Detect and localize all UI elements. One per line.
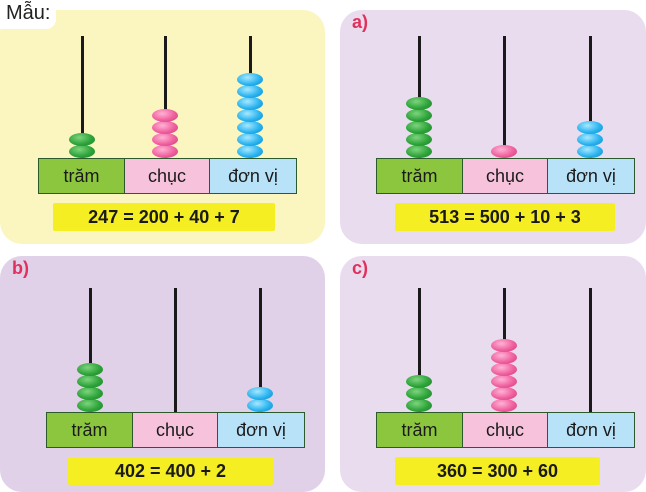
units-bead bbox=[237, 121, 263, 134]
units-rod bbox=[258, 288, 262, 412]
tens-label: chục bbox=[125, 159, 210, 193]
tens-bead bbox=[491, 145, 517, 158]
hundreds-bead bbox=[406, 97, 432, 110]
units-label: đơn vị bbox=[210, 159, 296, 193]
units-bead bbox=[237, 73, 263, 86]
units-label: đơn vị bbox=[218, 413, 304, 447]
units-rod bbox=[588, 36, 592, 158]
place-value-labels-b: trăm chục đơn vị bbox=[46, 412, 305, 448]
units-bead bbox=[577, 145, 603, 158]
hundreds-rod bbox=[417, 288, 421, 412]
panel-c bbox=[340, 256, 646, 492]
hundreds-bead bbox=[77, 387, 103, 400]
units-bead bbox=[247, 387, 273, 400]
units-label: đơn vị bbox=[548, 413, 634, 447]
hundreds-bead bbox=[77, 363, 103, 376]
tens-bead bbox=[152, 133, 178, 146]
hundreds-bead bbox=[406, 109, 432, 122]
tens-bead bbox=[491, 399, 517, 412]
place-value-labels-a: trăm chục đơn vị bbox=[376, 158, 635, 194]
hundreds-rod bbox=[80, 36, 84, 158]
panel-b bbox=[0, 256, 325, 492]
equation-a: 513 = 500 + 10 + 3 bbox=[395, 203, 615, 231]
tens-bead bbox=[152, 109, 178, 122]
hundreds-bead bbox=[69, 145, 95, 158]
units-bead bbox=[577, 121, 603, 134]
hundreds-label: trăm bbox=[377, 413, 463, 447]
tens-bead bbox=[152, 121, 178, 134]
place-value-labels-c: trăm chục đơn vị bbox=[376, 412, 635, 448]
units-bead bbox=[247, 399, 273, 412]
equation-sample: 247 = 200 + 40 + 7 bbox=[53, 203, 275, 231]
hundreds-bead bbox=[77, 399, 103, 412]
equation-c: 360 = 300 + 60 bbox=[395, 457, 600, 485]
tens-rod bbox=[502, 36, 506, 158]
units-bead bbox=[237, 133, 263, 146]
hundreds-bead bbox=[406, 399, 432, 412]
hundreds-label: trăm bbox=[47, 413, 133, 447]
tens-bead bbox=[491, 375, 517, 388]
units-bead bbox=[237, 145, 263, 158]
units-bead bbox=[237, 109, 263, 122]
hundreds-bead bbox=[406, 387, 432, 400]
panel-b-label: b) bbox=[12, 258, 29, 278]
hundreds-rod bbox=[88, 288, 92, 412]
panel-c-label: c) bbox=[352, 258, 369, 278]
hundreds-label: trăm bbox=[39, 159, 125, 193]
tens-rod bbox=[173, 288, 177, 412]
sample-label: Mẫu: bbox=[0, 0, 57, 29]
units-rod bbox=[588, 288, 592, 412]
hundreds-bead bbox=[406, 121, 432, 134]
units-bead bbox=[237, 97, 263, 110]
equation-b: 402 = 400 + 2 bbox=[68, 457, 273, 485]
tens-rod bbox=[163, 36, 167, 158]
hundreds-bead bbox=[69, 133, 95, 146]
tens-label: chục bbox=[463, 159, 548, 193]
units-label: đơn vị bbox=[548, 159, 634, 193]
hundreds-bead bbox=[406, 145, 432, 158]
panel-a-label: a) bbox=[352, 12, 369, 32]
tens-bead bbox=[491, 363, 517, 376]
place-value-labels-sample: trăm chục đơn vị bbox=[38, 158, 297, 194]
hundreds-label: trăm bbox=[377, 159, 463, 193]
hundreds-bead bbox=[77, 375, 103, 388]
tens-bead bbox=[491, 351, 517, 364]
tens-bead bbox=[491, 387, 517, 400]
tens-bead bbox=[152, 145, 178, 158]
units-bead bbox=[237, 85, 263, 98]
tens-label: chục bbox=[133, 413, 218, 447]
units-bead bbox=[577, 133, 603, 146]
tens-bead bbox=[491, 339, 517, 352]
hundreds-bead bbox=[406, 375, 432, 388]
hundreds-bead bbox=[406, 133, 432, 146]
tens-label: chục bbox=[463, 413, 548, 447]
